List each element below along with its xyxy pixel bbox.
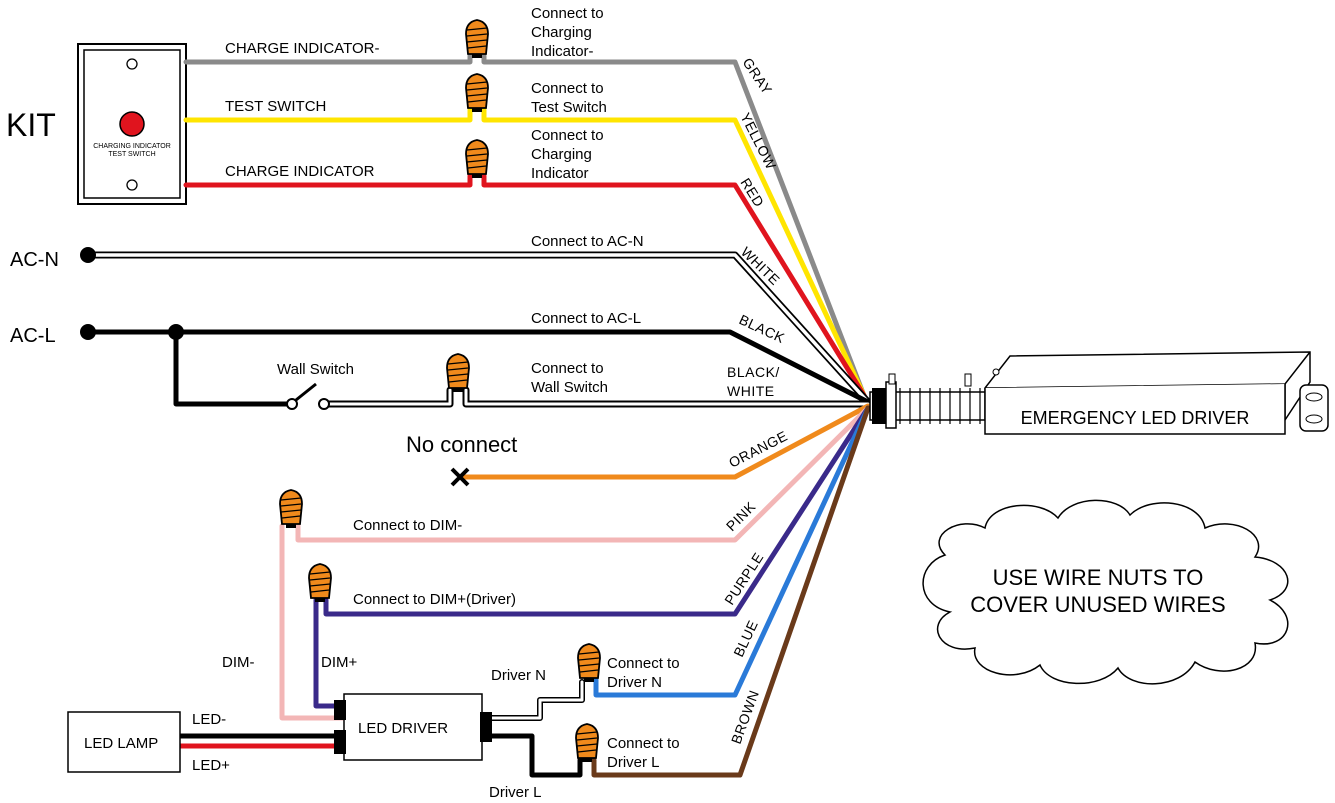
gray-connect-2: Charging — [531, 24, 592, 41]
led-lamp-label: LED LAMP — [84, 735, 158, 752]
gray-wire-right — [481, 53, 871, 409]
emergency-driver-unit — [869, 351, 1329, 435]
ac-n-label: AC-N — [10, 249, 59, 271]
red-connect-3: Indicator — [531, 165, 589, 182]
test-switch-label: TEST SWITCH — [225, 98, 326, 115]
driver-n-wire — [486, 680, 584, 720]
white-wire — [86, 253, 870, 404]
gray-wire-left — [183, 53, 473, 65]
yellow-connect-2: Test Switch — [531, 99, 607, 116]
purple-wire — [323, 405, 871, 617]
brown-connect-1: Connect to — [607, 735, 680, 752]
black-branch-wire — [173, 329, 291, 407]
orange-wire — [459, 403, 871, 480]
gray-connect-3: Indicator- — [531, 43, 594, 60]
led-pos-label: LED+ — [192, 757, 230, 774]
no-connect-icon — [450, 467, 470, 487]
no-connect-label: No connect — [406, 432, 517, 457]
brown-wire — [591, 405, 871, 778]
white-connect: Connect to AC-N — [531, 233, 644, 250]
gray-connect-1: Connect to — [531, 5, 604, 22]
wire-nut-blue — [577, 643, 601, 683]
wire-nut-purple — [308, 563, 332, 603]
plate-label-1: CHARGING INDICATOR — [93, 143, 171, 150]
yellow-wire-left — [183, 107, 473, 123]
charge-neg-label: CHARGE INDICATOR- — [225, 40, 379, 57]
purple-connect: Connect to DIM+(Driver) — [353, 591, 516, 608]
red-connect-1: Connect to — [531, 127, 604, 144]
driver-n-label: Driver N — [491, 667, 546, 684]
black-connect: Connect to AC-L — [531, 310, 641, 327]
driver-l-wire — [485, 733, 583, 778]
led-driver-label: LED DRIVER — [358, 720, 448, 737]
driver-l-label: Driver L — [489, 784, 542, 801]
note-cloud — [922, 499, 1289, 685]
yellow-connect-1: Connect to — [531, 80, 604, 97]
brown-connect-2: Driver L — [607, 754, 660, 771]
note-line-2: COVER UNUSED WIRES — [970, 592, 1225, 617]
bw-wire-left — [326, 388, 452, 406]
kit-plate: CHARGING INDICATOR TEST SWITCH — [77, 43, 187, 205]
dim-neg-wire — [279, 523, 347, 721]
charge-label: CHARGE INDICATOR — [225, 163, 375, 180]
bw-label-2: WHITE — [727, 383, 775, 399]
pink-connect: Connect to DIM- — [353, 517, 462, 534]
charging-indicator-light — [119, 111, 145, 137]
bw-connect-1: Connect to — [531, 360, 604, 377]
red-connect-2: Charging — [531, 146, 592, 163]
blue-wire — [593, 405, 871, 698]
ac-l-terminal — [80, 324, 96, 340]
bw-label-1: BLACK/ — [727, 364, 780, 380]
wall-switch-icon — [286, 382, 330, 410]
red-wire-right — [481, 173, 871, 405]
pink-wire — [295, 405, 871, 543]
emergency-driver-label: EMERGENCY LED DRIVER — [1021, 408, 1250, 428]
kit-label: KIT — [6, 107, 56, 143]
bw-connect-2: Wall Switch — [531, 379, 608, 396]
note-line-1: USE WIRE NUTS TO — [993, 565, 1204, 590]
ac-l-label: AC-L — [10, 325, 56, 347]
wire-nut-pink — [279, 489, 303, 529]
dim-pos-label: DIM+ — [321, 654, 357, 671]
wire-nut-red — [465, 139, 489, 179]
wire-nut-yellow — [465, 73, 489, 113]
yellow-wire-right — [481, 107, 871, 407]
bw-wire-right — [464, 388, 870, 406]
wall-switch-label: Wall Switch — [277, 361, 354, 378]
wire-nut-wall-switch — [446, 353, 470, 393]
ac-l-junction — [168, 324, 184, 340]
led-lamp-box — [67, 711, 181, 773]
ac-n-terminal — [80, 247, 96, 263]
pink-label: PINK — [723, 498, 759, 534]
blue-connect-2: Driver N — [607, 674, 662, 691]
blue-connect-1: Connect to — [607, 655, 680, 672]
black-wire — [85, 329, 871, 405]
led-neg-label: LED- — [192, 711, 226, 728]
led-driver-box — [343, 693, 483, 761]
red-wire-left — [183, 173, 473, 188]
wire-nut-brown — [575, 723, 599, 763]
plate-label-2: TEST SWITCH — [108, 151, 155, 158]
wire-nut-gray — [465, 19, 489, 59]
dim-neg-label: DIM- — [222, 654, 255, 671]
